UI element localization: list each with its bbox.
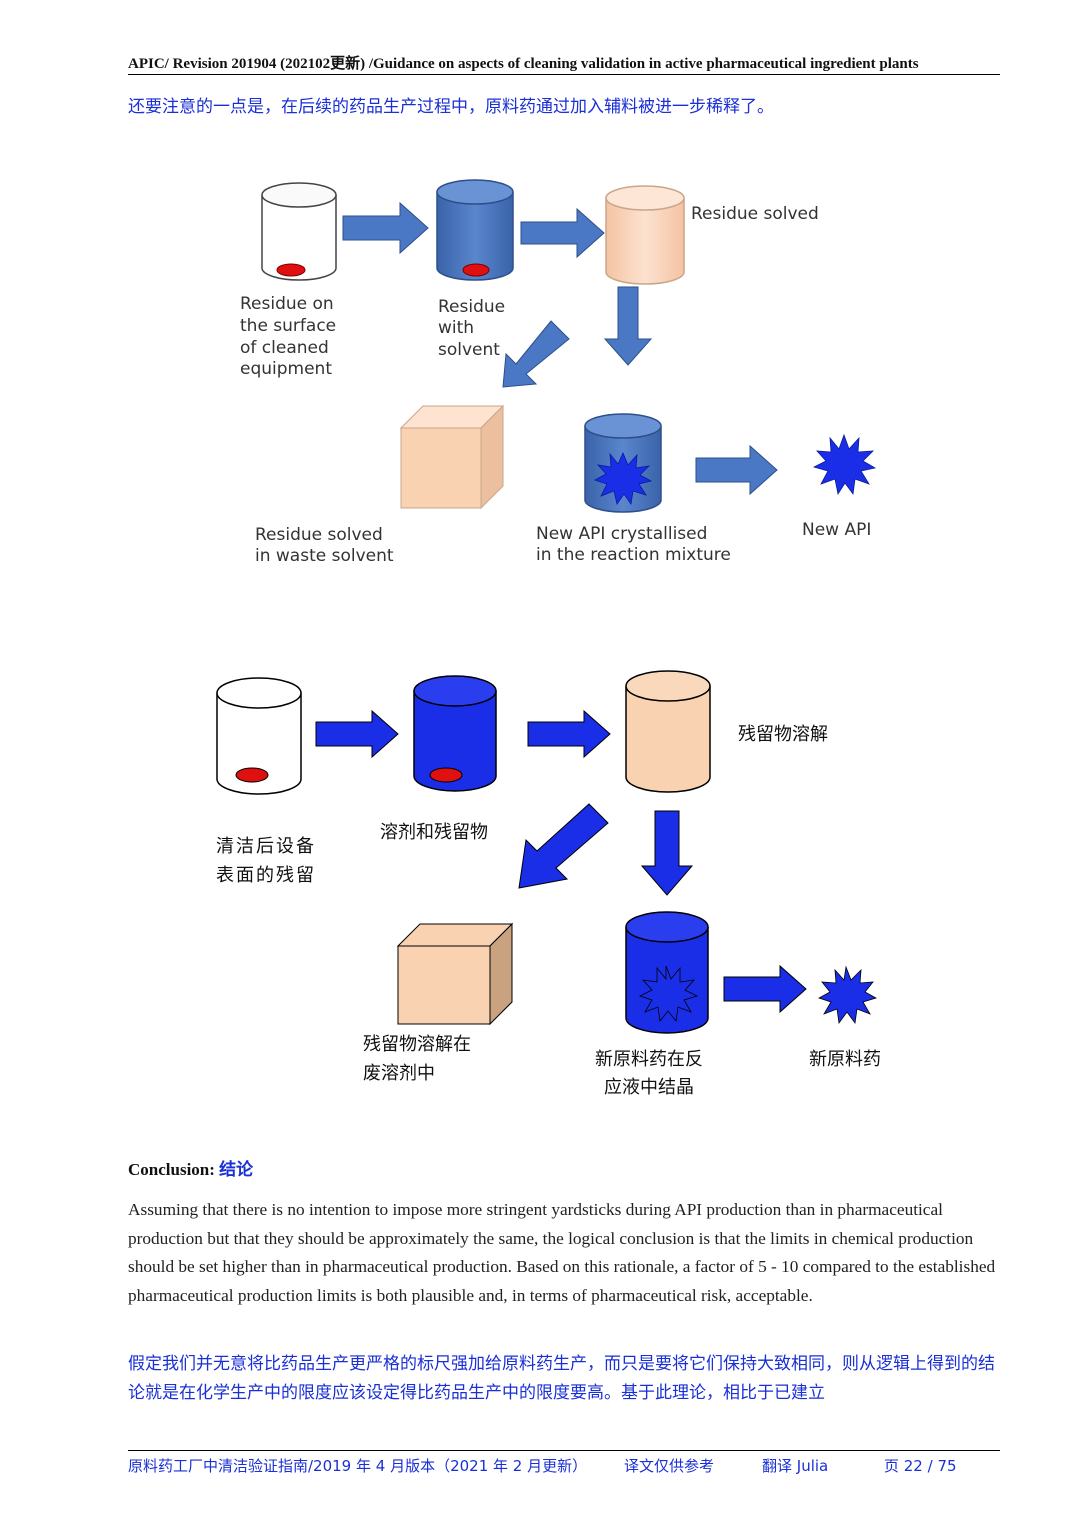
label-new-api-crystallised-cn: 新原料药在反 应液中结晶 [595, 1049, 709, 1098]
arrow-right-icon [723, 964, 807, 1014]
vessel-empty-icon [216, 677, 302, 795]
intro-text-cn: 还要注意的一点是，在后续的药品生产过程中，原料药通过加入辅料被进一步稀释了。 [128, 97, 774, 117]
header-divider [128, 74, 1000, 75]
vessel-blue-icon [413, 675, 497, 792]
footer-note: 译文仅供参考 [624, 1457, 715, 1475]
conclusion-label: Conclusion: [128, 1160, 215, 1179]
new-api-star-icon [812, 433, 877, 496]
label-residue-in-waste-cn: 残留物溶解在 废溶剂中 [363, 1034, 477, 1084]
arrow-right-icon [315, 709, 399, 759]
label-new-api-crystallised: New API crystallised in the reaction mix… [536, 524, 731, 565]
diagram-chinese: 残留物溶解 清洁后设备 表面的残留 溶剂和残留物 残留物溶解在 废溶剂中 [216, 670, 881, 1098]
vessel-blue-icon [436, 179, 514, 281]
arrow-right-icon [342, 201, 429, 255]
vessel-empty-icon [261, 182, 337, 281]
label-residue-solved-cn: 残留物溶解 [738, 724, 828, 745]
arrow-right-icon [695, 444, 778, 496]
label-residue-on-surface-cn: 清洁后设备 表面的残留 [216, 836, 324, 886]
label-new-api: New API [802, 520, 871, 540]
process-diagrams: Residue solved Residue on the surface of… [216, 179, 881, 1098]
vessel-peach-icon [605, 185, 685, 285]
arrow-right-icon [527, 709, 611, 759]
footer-divider [128, 1450, 1000, 1451]
arrow-down-icon [603, 286, 653, 366]
vessel-peach-icon [625, 670, 711, 793]
arrow-right-icon [520, 207, 605, 259]
label-residue-on-surface: Residue on the surface of cleaned equipm… [240, 294, 342, 379]
vessel-crystal-icon [584, 413, 662, 513]
waste-box-icon [396, 922, 514, 1026]
arrow-down-icon [640, 810, 694, 896]
footer-doc-title: 原料药工厂中清洁验证指南/2019 年 4 月版本（2021 年 2 月更新） [128, 1457, 588, 1475]
footer-page-number: 页 22 / 75 [884, 1457, 957, 1475]
conclusion-paragraph-cn: 假定我们并无意将比药品生产更严格的标尺强加给原料药生产，而只是要将它们保持大致相… [128, 1354, 995, 1403]
conclusion-label-cn: 结论 [219, 1160, 254, 1180]
new-api-star-icon [818, 965, 878, 1025]
conclusion-heading: Conclusion: 结论 [128, 1155, 253, 1180]
label-residue-solved: Residue solved [691, 204, 819, 224]
waste-box-icon [399, 404, 505, 510]
arrow-down-left-icon [502, 320, 570, 388]
label-residue-with-solvent: Residue with solvent [438, 297, 511, 360]
vessel-crystal-icon [625, 911, 709, 1034]
page-header: APIC/ Revision 201904 (202102更新) /Guidan… [128, 56, 919, 72]
footer-translator: 翻译 Julia [762, 1457, 829, 1475]
label-residue-in-waste: Residue solved in waste solvent [255, 525, 394, 566]
diagram-english: Residue solved Residue on the surface of… [240, 179, 877, 566]
label-new-api-cn: 新原料药 [809, 1049, 881, 1070]
label-residue-with-solvent-cn: 溶剂和残留物 [380, 822, 488, 843]
arrow-down-left-icon [518, 803, 609, 889]
conclusion-paragraph-en: Assuming that there is no intention to i… [128, 1200, 996, 1305]
